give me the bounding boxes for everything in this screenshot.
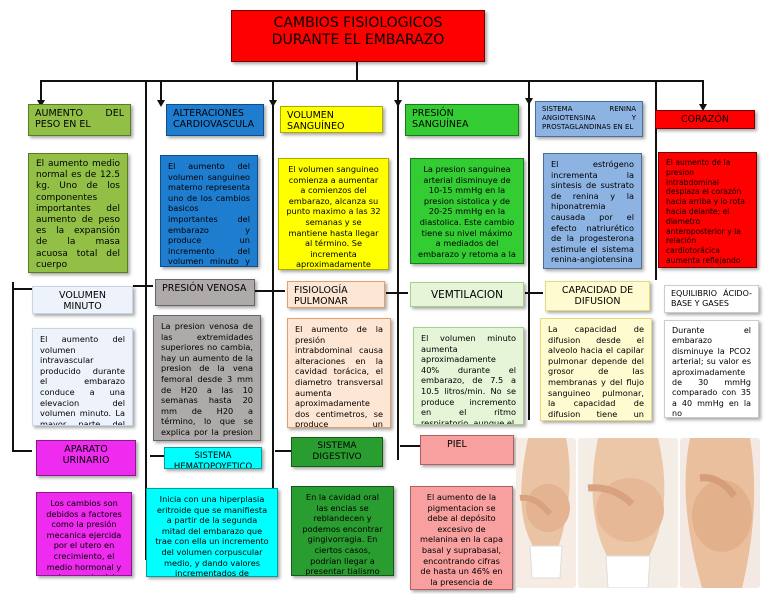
header-aumento-peso: AUMENTO DEL PESO EN EL [28,104,131,136]
header-volumen-minuto: VOLUMEN MINUTO [32,286,133,314]
header-corazon: CORAZÓN [655,110,755,129]
header-presion-venosa: PRESIÓN VENOSA [155,279,255,306]
body-ventilacion: El volumen minuto aumenta aproximadament… [413,327,524,425]
connector-line [12,450,32,452]
connector-line [400,445,420,447]
connector-line [133,285,153,287]
header-hematopoyetico: SISTEMA HEMATOPOYETICO [164,447,262,469]
connector-line [12,288,32,290]
arrow [525,98,533,105]
header-aparato-urinario: APARATO URINARIO [36,440,136,476]
header-capacidad-difusion: CAPACIDAD DE DIFUSION [545,281,650,311]
connector-line [275,450,291,452]
connector-line [386,292,408,294]
body-piel: El aumento de la pigmentacion se debe al… [410,486,513,590]
body-corazon: El aumento de la presion intrabdominal d… [658,152,757,268]
connector-line [12,282,14,452]
connector-line [655,80,657,280]
arrow [394,100,402,107]
connector-line [160,80,162,102]
body-hematopoyetico: Inicia con una hiperplasia eritroide que… [146,488,278,577]
body-renina: El estrógeno incrementa la sintesis de s… [543,153,642,269]
connector-line [40,80,703,82]
pregnancy-photo-2 [578,438,678,588]
body-digestivo: En la cavidad oral las encias se rebland… [291,486,394,576]
pregnancy-photo-3 [680,438,760,588]
body-aumento-peso: El aumento medio normal es de 12.5 kg. U… [28,153,128,273]
header-piel: PIEL [420,435,514,465]
header-renina: SISTEMA RENINA ANGIOTENSINA Y PROSTAGLAN… [535,101,643,137]
arrow [37,100,45,107]
body-alteraciones: El aumento del volumen sanguineo materno… [160,155,258,267]
arrow [699,104,707,111]
connector-line [40,80,42,102]
header-ventilacion: VEMTILACION [410,282,524,307]
header-fisiologia-pulmonar: FISIOLOGÍA PULMONAR [287,281,385,308]
body-equilibrio: Durante el embarazo disminuye la PCO2 ar… [664,320,759,418]
body-volumen-sanguineo: El volumen sanguineo comienza a aumentar… [278,158,389,270]
diagram-title: CAMBIOS FISIOLOGICOS DURANTE EL EMBARAZO [231,10,485,62]
arrow [157,100,165,107]
body-capacidad-difusion: La capacidad de difusion desde el alveol… [540,318,652,421]
connector-line [525,292,543,294]
body-fisiologia-pulmonar: El aumento de la presión intrabdominal c… [287,318,391,428]
header-equilibrio: EQUILIBRIO ÁCIDO- BASE Y GASES [664,285,759,313]
connector-line [255,290,285,292]
connector-line [150,455,165,457]
header-presion-sanguinea: PRESIÓN SANGUÍNEA [405,104,519,136]
body-volumen-minuto: El aumento del volumen intravascular pro… [32,328,133,426]
connector-line [397,80,399,460]
connector-line [356,62,358,82]
pregnancy-photo-1 [516,438,576,588]
header-alteraciones: ALTERACIONES CARDIOVASCULA [166,104,264,136]
connector-line [145,80,147,560]
body-aparato-urinario: Los cambios son debidos a factores como … [36,492,132,576]
body-presion-venosa: La presion venosa de las extremidades su… [153,315,261,441]
connector-line [528,80,530,420]
header-digestivo: SISTEMA DIGESTIVO [291,437,383,467]
body-presion-sanguinea: La presion sanguinea arterial disminuye … [410,158,524,264]
arrow [269,100,277,107]
header-volumen-sanguineo: VOLUMEN SANGUÍNEO [280,106,383,133]
connector-line [702,80,704,105]
